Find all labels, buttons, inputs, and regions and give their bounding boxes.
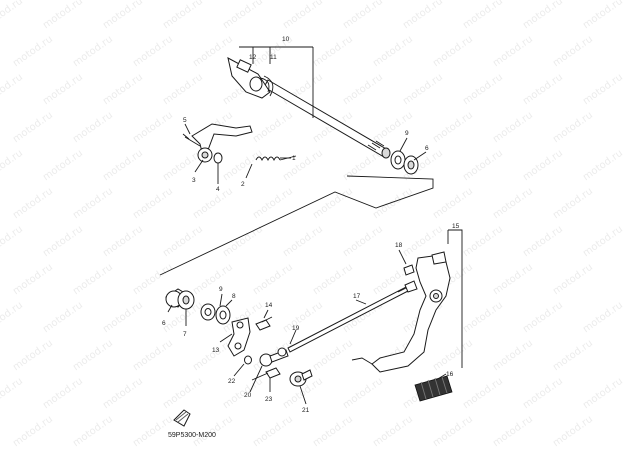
- callout-8: 8: [232, 293, 236, 300]
- stopper-lever: [182, 123, 253, 164]
- oil-seal-8: [215, 305, 231, 325]
- callout-11: 11: [270, 54, 277, 61]
- callout-15: 15: [452, 223, 460, 230]
- front-arrow-icon: [173, 409, 191, 427]
- shift-rod: [287, 280, 418, 353]
- callout-5: 5: [183, 117, 187, 124]
- callout-16: 16: [446, 371, 454, 378]
- callout-23: 23: [265, 396, 273, 403]
- callout-14: 14: [265, 302, 273, 309]
- callout-13: 13: [212, 347, 220, 354]
- callout-10: 10: [282, 36, 290, 43]
- callout-9: 9: [405, 130, 409, 137]
- callout-6-lower: 6: [162, 320, 166, 327]
- collar-and-seal: [390, 150, 419, 175]
- callout-9-lower: 9: [219, 286, 223, 293]
- callout-4: 4: [216, 186, 220, 193]
- rod-end-21: [289, 369, 313, 387]
- callout-21: 21: [302, 407, 310, 414]
- pedal-rubber: [414, 375, 453, 402]
- callout-22: 22: [228, 378, 236, 385]
- callout-20: 20: [244, 392, 252, 399]
- bolt-23: [251, 367, 281, 381]
- diagram-code: 59P5300-M200: [168, 432, 216, 439]
- callout-7: 7: [183, 331, 187, 338]
- callout-1: 1: [292, 155, 296, 162]
- washer-9: [200, 303, 216, 321]
- callout-12: 12: [249, 54, 257, 61]
- callout-2: 2: [241, 181, 245, 188]
- callout-3: 3: [192, 177, 196, 184]
- collar-7: [165, 288, 195, 310]
- shift-arm-assembly: [227, 57, 274, 99]
- shift-shaft: [263, 79, 391, 159]
- callout-19: 19: [292, 325, 300, 332]
- bolt-14: [255, 316, 273, 331]
- callout-18: 18: [395, 242, 403, 249]
- shift-pedal: [351, 251, 451, 373]
- shift-arm-13: [227, 317, 251, 357]
- rod-end-20: [259, 347, 289, 367]
- callout-6: 6: [425, 145, 429, 152]
- nut-22: [244, 355, 252, 365]
- callout-17: 17: [353, 293, 361, 300]
- bolt-18: [403, 264, 415, 276]
